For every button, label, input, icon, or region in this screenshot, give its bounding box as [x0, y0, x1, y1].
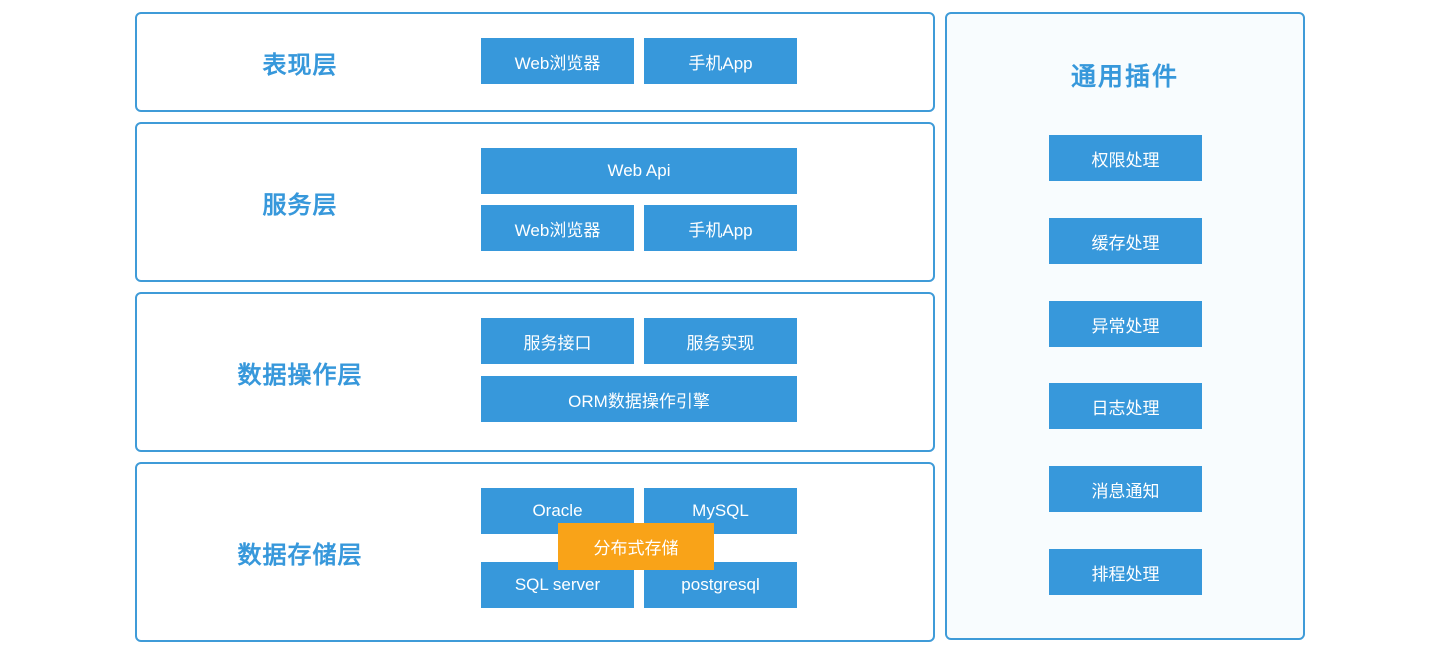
- node-distributed-storage[interactable]: 分布式存储: [558, 523, 714, 570]
- layer-service: 服务层 Web Api Web浏览器 手机App: [135, 122, 935, 282]
- node-web-browser[interactable]: Web浏览器: [481, 205, 634, 251]
- node-exception-handling[interactable]: 异常处理: [1049, 301, 1202, 347]
- layer-data-operation-label: 数据操作层: [237, 361, 363, 389]
- node-service-implementation[interactable]: 服务实现: [644, 318, 797, 364]
- node-oracle[interactable]: Oracle: [481, 488, 634, 534]
- layer-service-label: 服务层: [262, 191, 338, 219]
- node-web-browser[interactable]: Web浏览器: [481, 38, 634, 84]
- node-log-handling[interactable]: 日志处理: [1049, 383, 1202, 429]
- node-permission-handling[interactable]: 权限处理: [1049, 135, 1202, 181]
- layer-data-operation: 数据操作层 服务接口 服务实现 ORM数据操作引擎: [135, 292, 935, 452]
- node-cache-handling[interactable]: 缓存处理: [1049, 218, 1202, 264]
- layer-presentation-label: 表现层: [262, 51, 338, 79]
- node-schedule-handling[interactable]: 排程处理: [1049, 549, 1202, 595]
- layer-data-storage: 数据存储层 Oracle MySQL SQL server postgresql…: [135, 462, 935, 642]
- common-plugins-title: 通用插件: [1070, 63, 1179, 91]
- node-postgresql[interactable]: postgresql: [644, 562, 797, 608]
- node-mobile-app[interactable]: 手机App: [644, 205, 797, 251]
- node-web-api[interactable]: Web Api: [481, 148, 797, 194]
- node-sql-server[interactable]: SQL server: [481, 562, 634, 608]
- common-plugins-panel: 通用插件 权限处理 缓存处理 异常处理 日志处理 消息通知 排程处理: [945, 12, 1305, 640]
- layer-presentation: 表现层 Web浏览器 手机App: [135, 12, 935, 112]
- node-mobile-app[interactable]: 手机App: [644, 38, 797, 84]
- layer-data-storage-label: 数据存储层: [237, 541, 363, 569]
- node-service-interface[interactable]: 服务接口: [481, 318, 634, 364]
- node-message-notification[interactable]: 消息通知: [1049, 466, 1202, 512]
- node-orm-engine[interactable]: ORM数据操作引擎: [481, 376, 797, 422]
